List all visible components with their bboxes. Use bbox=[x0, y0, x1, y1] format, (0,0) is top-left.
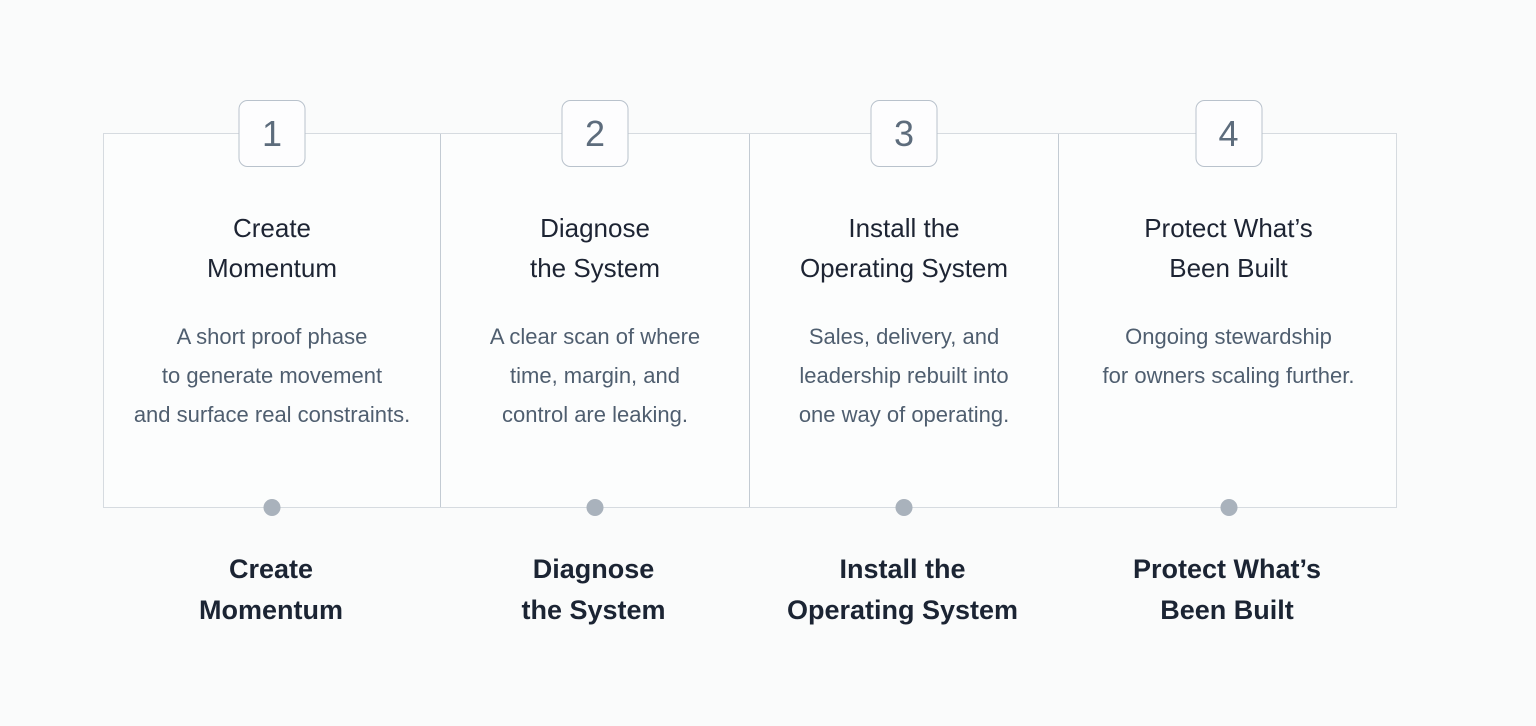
step-label-line: Operating System bbox=[786, 595, 1019, 625]
step-label-4: Protect What’s Been Built bbox=[1057, 549, 1397, 631]
step-label-3: Install the Operating System bbox=[748, 549, 1057, 631]
step-number-badge: 3 bbox=[870, 100, 938, 167]
step-number-badge: 2 bbox=[561, 100, 629, 167]
step-card-3: 3 Install the Operating System Sales, de… bbox=[749, 100, 1058, 516]
step-card-4: 4 Protect What’s Been Built Ongoing stew… bbox=[1058, 100, 1398, 516]
connector-dot bbox=[1220, 499, 1237, 516]
step-description-line: leadership rebuilt into bbox=[799, 363, 1009, 388]
step-title: Install the Operating System bbox=[750, 208, 1058, 288]
step-label-line: the System bbox=[521, 595, 666, 625]
step-description-line: control are leaking. bbox=[502, 402, 688, 427]
step-description-line: Ongoing stewardship bbox=[1125, 324, 1332, 349]
step-number: 1 bbox=[261, 112, 283, 154]
step-description-line: and surface real constraints. bbox=[133, 402, 411, 427]
step-label-2: Diagnose the System bbox=[439, 549, 748, 631]
step-label-line: Diagnose bbox=[532, 554, 655, 584]
step-number: 3 bbox=[893, 112, 915, 154]
step-number: 4 bbox=[1218, 112, 1239, 154]
step-title: Create Momentum bbox=[104, 208, 440, 288]
step-description-line: Sales, delivery, and bbox=[808, 324, 1000, 349]
step-title-line: Install the bbox=[848, 213, 960, 243]
step-label-line: Protect What’s bbox=[1132, 554, 1322, 584]
step-description: Sales, delivery, and leadership rebuilt … bbox=[750, 317, 1058, 434]
step-description-line: for owners scaling further. bbox=[1102, 363, 1355, 388]
step-label-line: Been Built bbox=[1160, 595, 1294, 625]
step-number: 2 bbox=[584, 112, 606, 154]
step-description-line: time, margin, and bbox=[510, 363, 680, 388]
step-title: Diagnose the System bbox=[441, 208, 749, 288]
step-description-line: A clear scan of where bbox=[489, 324, 701, 349]
step-title-line: the System bbox=[529, 253, 661, 283]
step-number-badge: 4 bbox=[1195, 100, 1262, 167]
step-title: Protect What’s Been Built bbox=[1059, 208, 1398, 288]
step-number-badge: 1 bbox=[238, 100, 306, 167]
connector-dot bbox=[895, 499, 913, 516]
step-description-line: to generate movement bbox=[161, 363, 383, 388]
step-label-line: Momentum bbox=[199, 595, 343, 625]
step-card-2: 2 Diagnose the System A clear scan of wh… bbox=[440, 100, 749, 516]
connector-dot bbox=[263, 499, 281, 516]
step-title-line: Protect What’s bbox=[1144, 213, 1313, 243]
step-card-1: 1 Create Momentum A short proof phase to… bbox=[104, 100, 440, 516]
step-title-line: Operating System bbox=[799, 253, 1009, 283]
step-description: A short proof phase to generate movement… bbox=[104, 317, 440, 434]
step-description: Ongoing stewardship for owners scaling f… bbox=[1059, 317, 1398, 395]
step-title-line: Momentum bbox=[206, 253, 338, 283]
step-description: A clear scan of where time, margin, and … bbox=[441, 317, 749, 434]
steps-container: 1 Create Momentum A short proof phase to… bbox=[103, 100, 1398, 516]
step-description-line: A short proof phase bbox=[176, 324, 368, 349]
step-label-line: Create bbox=[228, 554, 314, 584]
step-labels-row: Create Momentum Diagnose the System Inst… bbox=[103, 549, 1397, 631]
step-title-line: Create bbox=[232, 213, 312, 243]
step-title-line: Diagnose bbox=[540, 213, 650, 243]
step-label-line: Install the bbox=[839, 554, 966, 584]
step-label-1: Create Momentum bbox=[103, 549, 439, 631]
step-description-line: one way of operating. bbox=[798, 402, 1010, 427]
step-title-line: Been Built bbox=[1169, 253, 1288, 283]
connector-dot bbox=[586, 499, 604, 516]
